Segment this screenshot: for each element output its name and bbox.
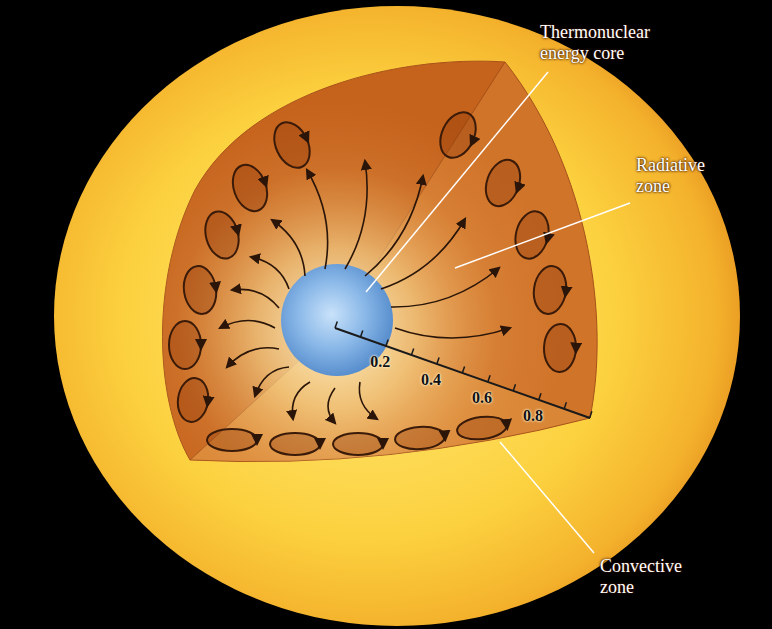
radiation-arrow bbox=[227, 348, 279, 367]
leader-line bbox=[455, 203, 630, 268]
leader-line bbox=[500, 442, 594, 553]
illustration-part bbox=[361, 330, 363, 337]
illustration-part bbox=[564, 402, 566, 409]
radiation-arrow bbox=[251, 257, 289, 289]
illustration-part bbox=[386, 339, 388, 346]
convection-cell bbox=[394, 425, 445, 450]
radiation-arrow bbox=[255, 367, 289, 396]
convection-cell bbox=[175, 376, 211, 424]
radiation-arrow bbox=[220, 321, 275, 329]
radiation-arrow bbox=[292, 382, 310, 419]
illustration-part bbox=[513, 384, 515, 391]
leader-line bbox=[366, 72, 548, 292]
scale-ticks bbox=[335, 321, 592, 418]
convection-cell bbox=[227, 160, 273, 216]
convection-cell bbox=[511, 208, 554, 262]
convection-cell bbox=[543, 323, 577, 372]
radius-scale bbox=[335, 321, 592, 418]
illustration-part bbox=[335, 321, 337, 328]
illustration-part bbox=[539, 393, 541, 400]
convection-cell bbox=[169, 321, 201, 369]
convection-cell bbox=[200, 208, 243, 263]
illustration-part bbox=[462, 366, 464, 373]
convection-cell bbox=[433, 106, 482, 163]
illustration-part bbox=[590, 411, 592, 418]
leader-lines bbox=[366, 72, 630, 553]
convection-cell bbox=[270, 433, 320, 455]
illustration-part bbox=[411, 348, 413, 355]
radiation-arrow bbox=[395, 328, 510, 338]
radiation-arrows bbox=[220, 161, 510, 423]
convection-cells bbox=[169, 106, 577, 455]
radiation-arrow bbox=[345, 161, 367, 269]
convection-cell bbox=[333, 433, 383, 455]
radiation-arrow bbox=[328, 388, 335, 423]
radiation-arrow bbox=[381, 219, 465, 289]
illustration-part bbox=[437, 357, 439, 364]
radiation-arrow bbox=[359, 382, 377, 419]
scale-number: 0.6 bbox=[472, 390, 492, 406]
radiation-arrow bbox=[391, 268, 499, 307]
convection-cell bbox=[531, 264, 569, 316]
convection-cell bbox=[207, 429, 257, 451]
zone-label: Convective zone bbox=[600, 556, 712, 598]
radiation-arrow bbox=[307, 170, 328, 269]
zone-label: Radiative zone bbox=[636, 155, 741, 197]
scale-number: 0.4 bbox=[421, 372, 441, 388]
scale-number: 0.2 bbox=[370, 354, 390, 370]
illustration-part bbox=[488, 375, 490, 382]
scale-number: 0.8 bbox=[523, 408, 543, 424]
radiation-arrow bbox=[272, 220, 305, 276]
convection-cell bbox=[267, 116, 316, 173]
radiation-arrow bbox=[365, 176, 423, 276]
convection-cell bbox=[480, 155, 526, 211]
convection-cell bbox=[456, 414, 508, 442]
convection-cell bbox=[181, 264, 219, 316]
scale-line bbox=[335, 328, 590, 418]
radiation-arrow bbox=[232, 289, 279, 308]
zone-label: Thermonuclear energy core bbox=[540, 22, 670, 64]
